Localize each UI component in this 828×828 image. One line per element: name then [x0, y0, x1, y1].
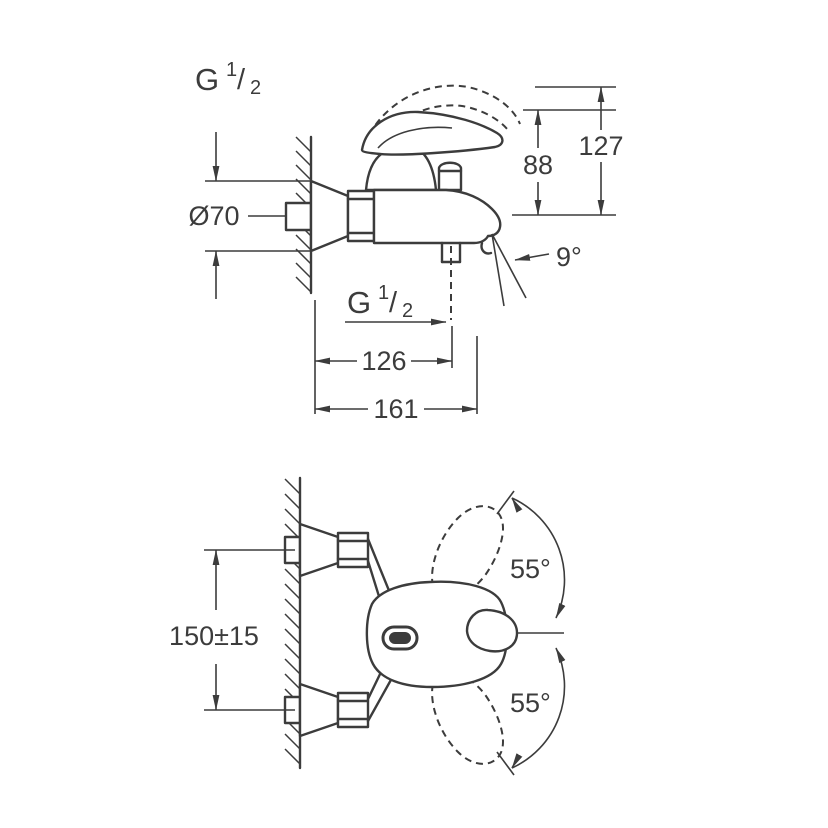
dim-diameter-70: Ø70	[185, 132, 311, 299]
thread-label-outlet-den: 2	[402, 300, 413, 322]
spout-opening-front	[381, 625, 419, 651]
shower-outlet-stub	[440, 241, 462, 320]
spout-aerator	[480, 241, 493, 255]
dim-label-88: 88	[523, 150, 553, 180]
dim-label-9deg: 9°	[556, 242, 582, 272]
dim-label-55-top: 55°	[510, 554, 551, 584]
side-view: G 1 / 2 Ø70 88 127	[185, 59, 627, 428]
dim-label-126: 126	[361, 346, 406, 376]
handle-lever-side-view	[360, 110, 504, 156]
body-and-spout-side-view	[372, 188, 502, 255]
dim-161: 161	[314, 336, 478, 428]
dim-label-127: 127	[578, 131, 623, 161]
dim-label-diameter: Ø70	[188, 201, 239, 231]
thread-label-outlet-g: G	[347, 285, 371, 320]
wall-section-front-view	[284, 476, 302, 770]
dim-label-55-bottom: 55°	[510, 688, 551, 718]
dim-88: 88	[512, 109, 616, 216]
thread-label-top-den: 2	[250, 77, 261, 99]
dim-127: 127	[535, 86, 627, 216]
handle-lever-front	[465, 608, 519, 653]
dim-150: 150±15	[166, 549, 295, 711]
thread-label-outlet: G 1 / 2	[345, 282, 447, 326]
dim-55-bottom: 55°	[496, 647, 566, 776]
escutcheon-side-view	[309, 179, 376, 253]
thread-label-top-g: G	[195, 62, 219, 97]
dim-angle-9: 9°	[491, 233, 585, 307]
thread-label-outlet-slash: /	[389, 287, 398, 319]
front-view: 150±15 55° 55°	[166, 476, 566, 776]
dim-label-161: 161	[373, 394, 418, 424]
dim-55-top: 55°	[496, 490, 566, 619]
thread-label-top: G 1 / 2	[195, 59, 261, 99]
thread-label-outlet-num: 1	[378, 282, 389, 304]
dim-126: 126	[314, 300, 453, 414]
supply-connection-side-view	[248, 201, 313, 232]
thread-label-top-slash: /	[237, 64, 246, 96]
mixer-body-front	[365, 580, 509, 689]
thread-label-top-num: 1	[226, 59, 237, 81]
diverter-knob	[437, 161, 463, 192]
dim-label-150: 150±15	[169, 621, 259, 651]
